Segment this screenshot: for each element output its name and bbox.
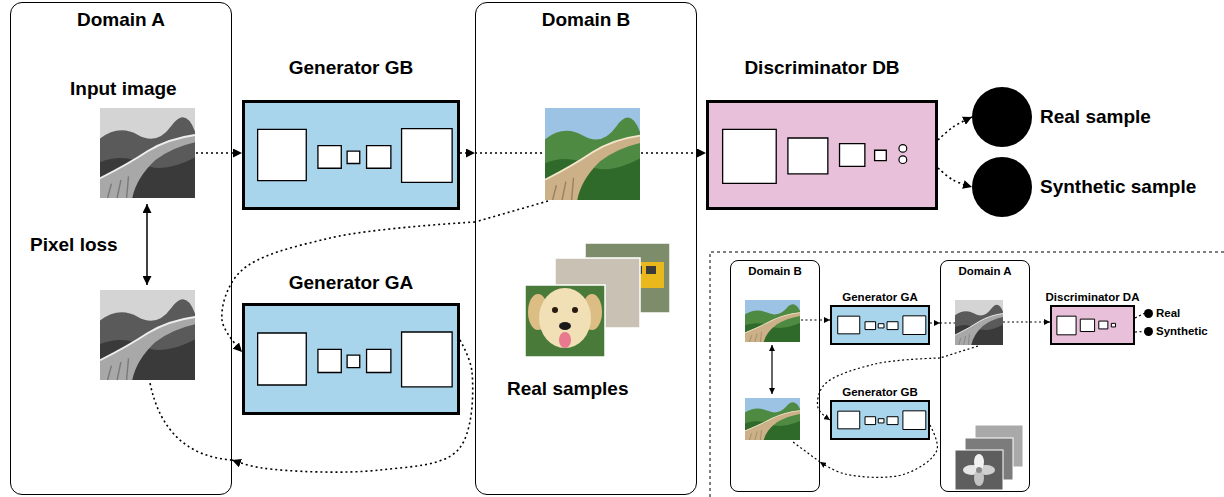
inset-reconstructed-photo (745, 398, 800, 440)
layer-square (1099, 321, 1108, 329)
generator-box: Generator GA (242, 303, 460, 415)
generator-box: Generator GA (830, 305, 930, 345)
layer-square (838, 316, 860, 334)
inset-real-sample-photos (955, 425, 1023, 490)
output-unit (899, 145, 907, 153)
layer-square (1057, 316, 1076, 335)
output-label: Synthetic (1156, 325, 1208, 338)
discriminator-box: Discriminator DB (706, 100, 938, 210)
layer-icons (832, 402, 928, 438)
output-label: Real sample (1040, 106, 1151, 128)
layer-square (875, 150, 887, 160)
layer-square (878, 419, 884, 423)
output-label: Real (1156, 307, 1180, 320)
connector (930, 322, 940, 323)
layer-square (318, 146, 341, 169)
layer-square (723, 129, 777, 183)
layer-square (402, 332, 453, 387)
layer-icons (709, 103, 935, 207)
layer-square (865, 417, 876, 425)
domain-panel: Domain B (730, 260, 820, 492)
reconstructed-photo (100, 290, 195, 380)
layer-icons (245, 306, 457, 412)
connector (1135, 331, 1144, 333)
domain-title: Domain A (941, 265, 1029, 278)
output-unit (899, 156, 907, 164)
domain-title: Domain A (11, 9, 231, 31)
layer-square (402, 129, 453, 183)
domain-panel: Domain B (475, 2, 697, 495)
layer-square (878, 324, 884, 328)
layer-square (1111, 323, 1115, 327)
pixel-loss-arrow (146, 204, 148, 285)
layer-icons (832, 307, 928, 343)
layer-square (347, 355, 360, 368)
translated-photo (545, 108, 640, 200)
annotation-label: Pixel loss (30, 234, 118, 256)
layer-square (903, 411, 926, 430)
discriminator-label: Discriminator DB (639, 57, 1005, 79)
generator-box: Generator GB (242, 100, 460, 210)
layer-square (887, 417, 898, 425)
connector (938, 168, 972, 187)
domain-title: Domain B (476, 9, 696, 31)
connector (938, 117, 972, 140)
layer-square (865, 322, 876, 330)
output-circle: Synthetic (1144, 327, 1153, 336)
connector (820, 319, 830, 320)
layer-square (903, 316, 926, 335)
domain-panel: Domain A (940, 260, 1030, 492)
generator-label: Generator GA (175, 272, 527, 294)
layer-square (318, 349, 341, 372)
discriminator-label: Discriminator DA (982, 291, 1203, 304)
output-label: Synthetic sample (1040, 176, 1196, 198)
output-circle: Real (1144, 309, 1153, 318)
layer-square (788, 138, 828, 174)
generator-label: Generator GA (762, 291, 998, 304)
output-circle: Synthetic sample (972, 157, 1032, 217)
inset-photo (745, 300, 800, 342)
layer-icons (1052, 307, 1133, 343)
layer-square (887, 322, 898, 330)
connector (460, 152, 475, 154)
real-sample-photos (525, 243, 670, 357)
layer-square (840, 144, 865, 167)
layer-square (367, 146, 391, 169)
layer-square (258, 333, 307, 385)
layer-square (838, 411, 860, 429)
inset-translated-photo (955, 300, 1003, 345)
layer-icons (245, 103, 457, 207)
discriminator-box: Discriminator DA (1050, 305, 1135, 345)
output-circle: Real sample (972, 87, 1032, 147)
generator-box: Generator GB (830, 400, 930, 440)
pixel-loss-arrow (771, 345, 772, 394)
annotation-label: Real samples (507, 378, 628, 400)
domain-title: Domain B (731, 265, 819, 278)
connector (232, 152, 242, 154)
layer-square (1080, 319, 1094, 331)
layer-square (258, 129, 307, 180)
layer-square (367, 349, 391, 372)
annotation-label: Input image (70, 78, 177, 100)
connector (1135, 314, 1144, 319)
connector (697, 152, 706, 154)
generator-label: Generator GB (175, 57, 527, 79)
generator-label: Generator GB (762, 386, 998, 399)
input-photo (100, 108, 195, 198)
connector (1030, 321, 1050, 322)
inset-frame (710, 252, 1224, 497)
layer-square (347, 151, 360, 163)
